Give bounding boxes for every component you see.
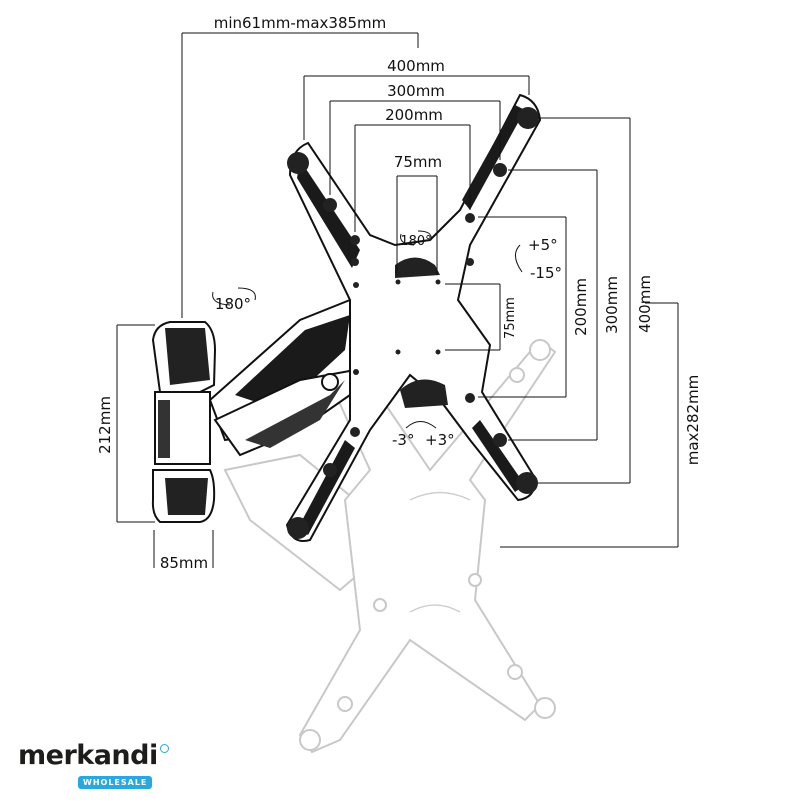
vesa-hole-200	[465, 213, 475, 223]
dimension-lines	[116, 32, 679, 568]
mount-arm	[208, 298, 374, 457]
rail-top-left	[297, 160, 360, 268]
arm-swivel-label: 180°	[215, 295, 251, 313]
head-swivel-label: 180°	[400, 234, 431, 249]
top-hub	[395, 257, 440, 278]
hole	[353, 282, 359, 288]
rail-bottom-right	[472, 420, 525, 492]
rail-bottom-left	[298, 440, 355, 535]
swivel-arrow-icon	[417, 230, 432, 241]
level-arrow-icon	[405, 421, 437, 429]
ghost-hole	[507, 664, 523, 680]
wall-plate-width-label: 85mm	[160, 554, 208, 572]
vesa-hole-75	[435, 279, 441, 285]
wall-plate-middle-shade	[158, 400, 170, 458]
corner-knob	[516, 472, 538, 494]
ghost-hole	[509, 367, 525, 383]
vesa-hole-300	[493, 163, 507, 177]
brand-badge: WHOLESALE	[78, 776, 153, 789]
brand-dot-icon	[159, 744, 169, 753]
rail-top-right	[462, 105, 525, 210]
ghost-hole	[299, 729, 321, 751]
ghost-hole	[468, 573, 482, 587]
corner-knob	[517, 107, 539, 129]
x-plate	[285, 93, 542, 542]
ghost-hole	[534, 697, 556, 719]
hole	[353, 369, 359, 375]
vesa-hole-200	[465, 393, 475, 403]
brand-logo: merkandi WHOLESALE	[18, 742, 178, 789]
vesa-hole-75	[435, 349, 441, 355]
rotation-indicators	[212, 230, 523, 429]
ghost-hole	[337, 696, 353, 712]
corner-knob	[287, 517, 309, 539]
wall-plate-height-label: 212mm	[96, 396, 114, 454]
tilt-down-label: -15°	[530, 264, 562, 282]
ghost-curve	[409, 491, 471, 501]
wall-plate	[151, 321, 217, 523]
depth-range-label: min61mm-max385mm	[214, 14, 387, 32]
corner-knob	[287, 152, 309, 174]
dimension-labels: min61mm-max385mm 400mm 300mm 200mm 75mm …	[96, 14, 702, 572]
tilt-up-label: +5°	[528, 236, 558, 254]
arm-upper-shade	[235, 315, 350, 410]
vesa-v-200-label: 200mm	[572, 278, 590, 336]
vesa-hole-200	[350, 235, 360, 245]
vesa-h-300-label: 300mm	[387, 82, 445, 100]
hole	[351, 258, 359, 266]
wall-plate-bottom-shade	[165, 478, 208, 515]
ghost-hole	[529, 339, 551, 361]
arm-pivot	[321, 373, 339, 391]
swivel-arrow-icon	[237, 287, 256, 301]
level-left-label: -3°	[392, 431, 414, 449]
arm-lower-shade	[245, 380, 345, 448]
rotation-labels: 180° 180° +5° -15° -3° +3°	[215, 234, 562, 449]
vesa-hole-300	[323, 198, 337, 212]
vesa-h-400-label: 400mm	[387, 57, 445, 75]
vesa-hole-200	[350, 427, 360, 437]
vesa-hole-75	[395, 279, 401, 285]
swivel-arrow-icon	[212, 291, 231, 306]
max-height-label: max282mm	[684, 375, 702, 466]
vesa-v-300-label: 300mm	[603, 276, 621, 334]
ghost-hole	[373, 598, 387, 612]
tilt-arrow-icon	[515, 244, 523, 273]
vesa-v-75-label: 75mm	[503, 297, 518, 339]
ghost-curve	[409, 604, 461, 613]
vesa-h-75-label: 75mm	[394, 153, 442, 171]
brand-name: merkandi	[18, 742, 178, 770]
swivel-arrow-icon	[400, 233, 415, 246]
hole	[466, 258, 474, 266]
level-right-label: +3°	[425, 431, 455, 449]
wall-plate-top-shade	[165, 328, 210, 385]
vesa-hole-300	[493, 433, 507, 447]
vesa-v-400-label: 400mm	[636, 275, 654, 333]
vesa-hole-75	[395, 349, 401, 355]
vesa-h-200-label: 200mm	[385, 106, 443, 124]
vesa-hole-300	[323, 463, 337, 477]
bottom-hub	[400, 379, 448, 408]
